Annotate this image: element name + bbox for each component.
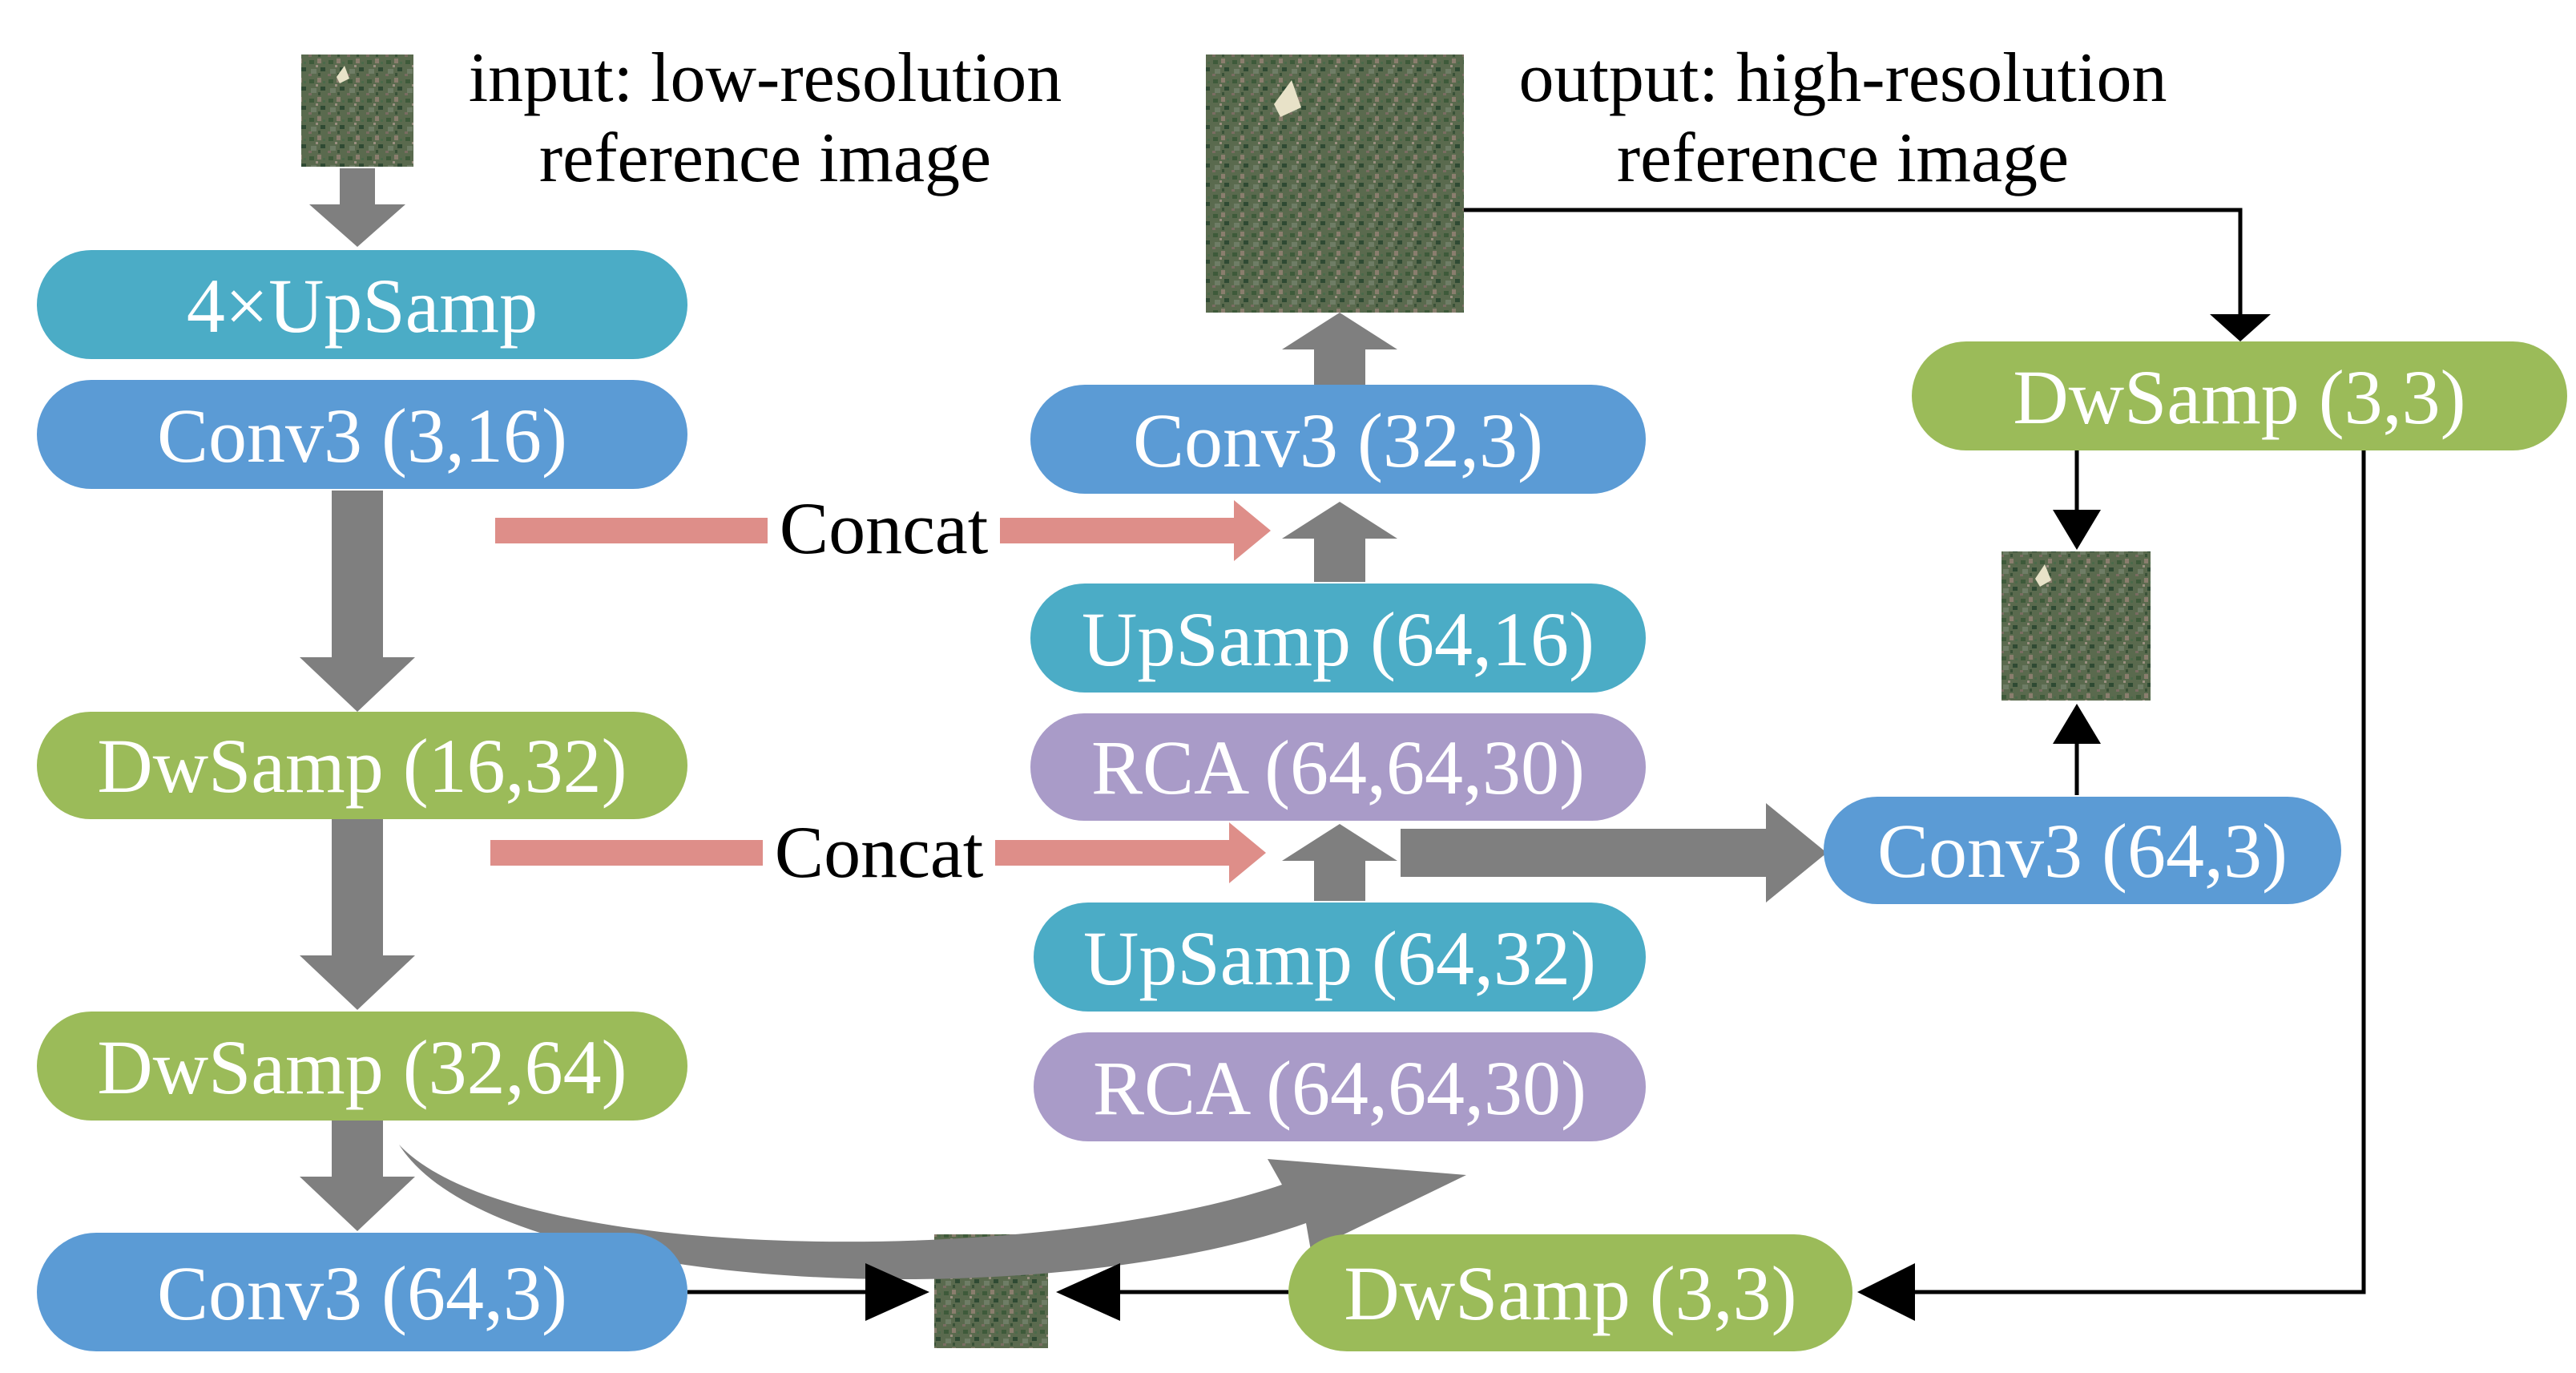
node-dwsamp-3-3-right: DwSamp (3,3) [1912,341,2567,450]
arrow-conv-to-dwsamp1 [300,491,415,712]
head-dwsamp-bottom [1857,1263,1915,1321]
node-rca-bottom-label: RCA (64,64,30) [1093,1045,1586,1131]
node-upsamp-64-16-label: UpSamp (64,16) [1082,596,1594,682]
output-caption-line1: output: high-resolution [1518,39,2167,117]
arrow-dwsamp2-to-conv [300,1121,415,1231]
head-thumb-right [1056,1263,1120,1321]
node-upsamp-64-32: UpSamp (64,32) [1034,903,1646,1012]
head-dwsamp-right [2210,314,2271,341]
line-output-to-dwsamp-right [1464,208,2243,330]
head-thumb-top [2053,510,2101,550]
output-thumbnail [1206,55,1464,313]
head-thumb-left [865,1263,929,1321]
arrow-to-conv-right [1401,803,1827,903]
concat-label-bg-bottom [763,805,995,891]
node-upsamp-64-16: UpSamp (64,16) [1030,584,1646,693]
node-conv3-64-3-left-label: Conv3 (64,3) [157,1250,567,1336]
node-conv3-32-3: Conv3 (32,3) [1030,385,1646,494]
node-dwsamp-32-64-label: DwSamp (32,64) [97,1024,627,1110]
node-upsamp-4x: 4×UpSamp [37,250,687,359]
node-dwsamp-16-32-label: DwSamp (16,32) [97,723,627,809]
node-dwsamp-3-3-right-label: DwSamp (3,3) [2013,354,2465,440]
arrow-dwsamp1-to-dwsamp2 [300,819,415,1010]
node-conv3-32-3-label: Conv3 (32,3) [1133,398,1543,483]
concat-label-top: Concat [780,487,989,569]
node-dwsamp-32-64: DwSamp (32,64) [37,1012,687,1121]
node-conv3-64-3-left: Conv3 (64,3) [37,1233,687,1351]
output-caption-line2: reference image [1617,119,2069,197]
node-rca-top: RCA (64,64,30) [1030,713,1646,821]
node-upsamp-4x-label: 4×UpSamp [187,263,538,349]
concat-label-bg-top [768,481,1000,567]
downsampled-thumbnail [2002,551,2151,701]
connector-lines [687,208,2366,1294]
node-dwsamp-3-3-bottom: DwSamp (3,3) [1288,1234,1852,1351]
input-caption-line1: input: low-resolution [469,39,1062,117]
node-dwsamp-16-32: DwSamp (16,32) [37,712,687,819]
arrow-conv32-to-output [1282,313,1397,385]
node-conv3-3-16-label: Conv3 (3,16) [157,393,567,479]
node-upsamp-64-32-label: UpSamp (64,32) [1083,915,1596,1001]
line-side-down [1915,449,2366,1294]
flow-arrows [300,168,1827,1280]
arrow-curve-to-rca [399,1145,1466,1280]
input-caption-line2: reference image [539,119,991,197]
node-conv3-3-16: Conv3 (3,16) [37,380,687,489]
node-dwsamp-3-3-bottom-label: DwSamp (3,3) [1344,1250,1796,1336]
node-conv3-64-3-right-label: Conv3 (64,3) [1877,808,2288,894]
arrow-input-to-upsamp [309,168,405,247]
node-rca-top-label: RCA (64,64,30) [1091,725,1585,810]
arrow-upsamp32-to-rca [1282,824,1397,901]
head-thumb-bottom [2053,704,2101,744]
input-thumbnail [301,55,413,167]
arrow-upsamp16-to-conv32 [1282,502,1397,582]
node-rca-bottom: RCA (64,64,30) [1034,1032,1646,1141]
concat-label-bottom: Concat [775,811,984,893]
connector-arrowheads [865,314,2271,1321]
node-conv3-64-3-right: Conv3 (64,3) [1824,797,2341,904]
